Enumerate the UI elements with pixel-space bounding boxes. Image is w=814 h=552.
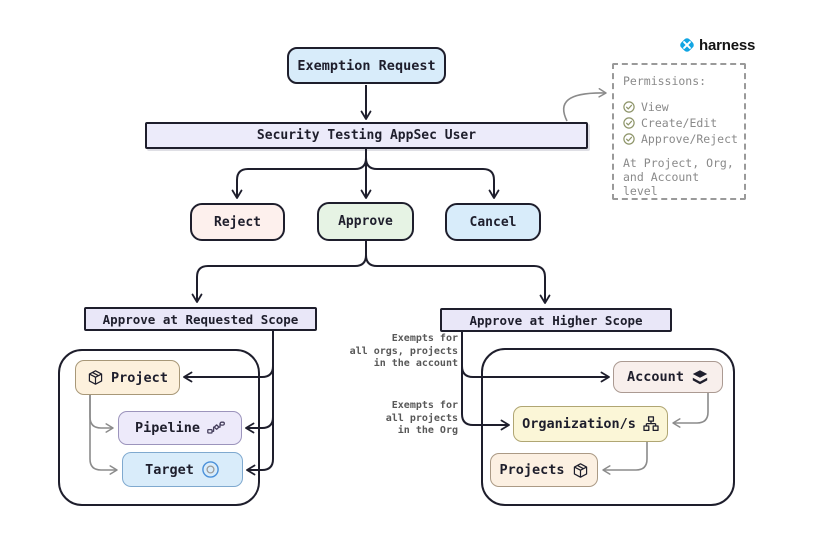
check-circle-icon <box>623 116 635 129</box>
node-label: Cancel <box>469 214 517 230</box>
permissions-scope-note: At Project, Org, and Account level <box>623 156 734 198</box>
check-circle-icon <box>623 100 635 113</box>
node-appsec-user: Security Testing AppSec User <box>145 122 588 149</box>
node-label: Security Testing AppSec User <box>256 128 477 143</box>
node-label: Pipeline <box>134 420 201 436</box>
harness-logo-icon <box>678 36 696 54</box>
check-circle-icon <box>623 132 635 145</box>
permission-item-create-edit: Create/Edit <box>623 115 735 130</box>
org-chart-icon <box>643 416 659 432</box>
node-label: Exemption Request <box>297 57 436 74</box>
harness-logo: harness <box>678 36 755 54</box>
node-exemption-request: Exemption Request <box>287 47 446 84</box>
target-circle-icon <box>201 460 220 479</box>
node-label: Account <box>627 369 684 385</box>
layers-icon <box>691 369 709 386</box>
node-pipeline: Pipeline <box>118 411 242 445</box>
node-cancel: Cancel <box>445 203 541 241</box>
node-projects: Projects <box>490 453 598 487</box>
node-approve-higher-scope: Approve at Higher Scope <box>440 308 672 332</box>
permission-item-approve-reject: Approve/Reject <box>623 131 738 146</box>
node-label: Organization/s <box>522 416 636 432</box>
pipeline-graph-icon <box>207 421 225 436</box>
node-approve: Approve <box>317 202 414 241</box>
annotation-org-exemption: Exempts for all projects in the Org <box>385 400 458 436</box>
permissions-panel: Permissions: View Create/Edit Approve/Re… <box>612 63 746 200</box>
node-label: Approve at Higher Scope <box>469 312 643 328</box>
permission-label: Create/Edit <box>641 115 718 130</box>
node-reject: Reject <box>190 203 285 241</box>
permission-item-view: View <box>623 99 735 114</box>
node-target: Target <box>122 452 243 487</box>
node-label: Approve at Requested Scope <box>102 311 299 327</box>
node-label: Approve <box>338 214 393 229</box>
node-label: Reject <box>214 214 261 230</box>
permission-label: View <box>641 99 669 114</box>
permission-label: Approve/Reject <box>641 131 738 146</box>
brand-wordmark: harness <box>699 36 756 54</box>
node-account: Account <box>613 361 723 393</box>
annotation-account-exemption: Exempts for all orgs, projects in the ac… <box>349 333 458 369</box>
package-cube-icon <box>87 369 104 386</box>
permissions-title: Permissions: <box>623 74 707 88</box>
node-label: Projects <box>499 462 565 478</box>
node-organizations: Organization/s <box>513 406 668 442</box>
node-approve-requested-scope: Approve at Requested Scope <box>84 307 317 331</box>
node-label: Target <box>145 461 194 478</box>
node-project: Project <box>75 360 180 395</box>
node-label: Project <box>111 369 168 386</box>
package-cube-icon <box>572 462 589 479</box>
